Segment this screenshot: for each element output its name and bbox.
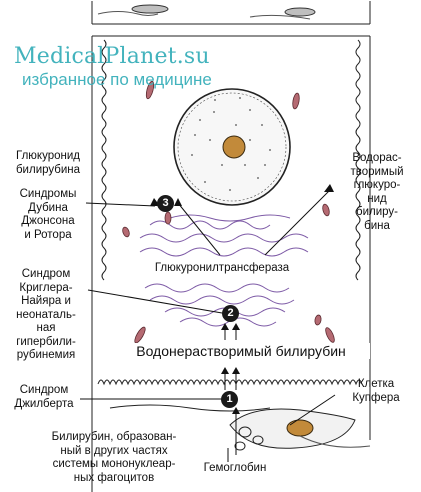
label-mononuclear: Билирубин, образован- ный в других частя… bbox=[51, 431, 177, 484]
label-dubin-rotor: Синдромы Дубина Джонсона и Ротора bbox=[19, 188, 77, 241]
watermark-tagline: избранное по медицине bbox=[22, 70, 212, 89]
label-gilbert: Синдром Джилберта bbox=[14, 384, 74, 410]
mitochondria bbox=[122, 80, 335, 344]
pointer-lines bbox=[80, 189, 336, 462]
label-crigler-najjar: Синдром Криглера- Найяра и неонаталь- на… bbox=[16, 268, 76, 361]
step-badge-2: 2 bbox=[222, 305, 239, 322]
watermark-site: MedicalPlanet.su bbox=[14, 44, 210, 69]
label-kupffer: Клетка Купфера bbox=[352, 378, 400, 404]
cell-membranes bbox=[91, 36, 371, 395]
label-enzyme: Глюкуронилтрансфераза bbox=[138, 261, 306, 275]
bottom-sinusoid bbox=[91, 395, 371, 492]
label-water-soluble: Водорас- творимый глюкуро- нид билиру- б… bbox=[350, 152, 404, 232]
label-water-insoluble: Водонерастворимый билирубин bbox=[112, 343, 370, 359]
top-sinusoid bbox=[91, 1, 371, 37]
arrowheads bbox=[150, 184, 334, 414]
step-badge-1: 1 bbox=[221, 391, 238, 408]
label-hemoglobin: Гемоглобин bbox=[203, 462, 267, 474]
step-badge-3: 3 bbox=[157, 195, 174, 212]
nucleus bbox=[173, 88, 291, 206]
label-glucuronide: Глюкуронид билирубина bbox=[15, 150, 81, 176]
